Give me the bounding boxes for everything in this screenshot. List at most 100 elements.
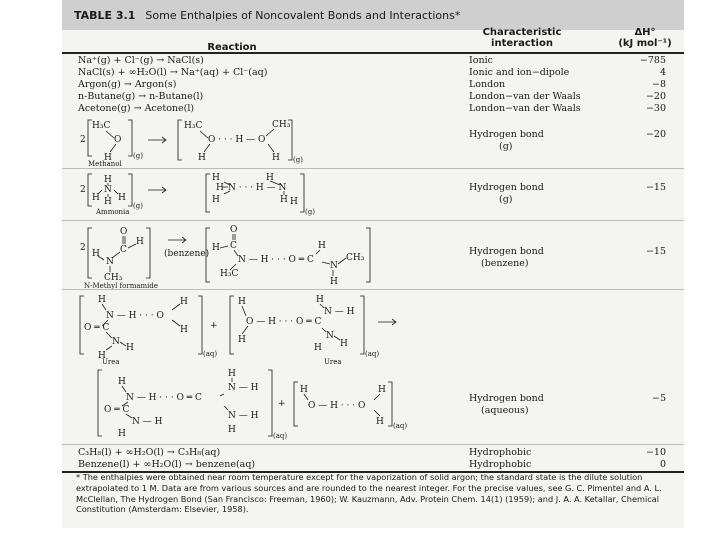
- svg-text:H: H: [238, 297, 246, 307]
- interaction-text: Hydrogen bond (g): [469, 182, 544, 206]
- svg-text:CH₃: CH₃: [272, 120, 291, 130]
- svg-text:O: O: [230, 225, 237, 235]
- reaction-text: Na⁺(g) + Cl⁻(g) → NaCl(s): [78, 55, 204, 66]
- interaction-line1: Hydrogen bond: [469, 182, 544, 193]
- svg-text:H: H: [216, 183, 224, 193]
- svg-text:O ═ C: O ═ C: [104, 405, 130, 415]
- interaction-text: London−van der Waals: [469, 103, 581, 114]
- dh-value: −5: [651, 393, 666, 404]
- svg-text:O — H · · · O: O — H · · · O: [308, 401, 365, 411]
- interaction-text: Ionic and ion−dipole: [469, 67, 570, 78]
- svg-text:O ═ C: O ═ C: [84, 323, 110, 333]
- nmf-structure: 2 O C H N H CH₃ N-Methyl formamide (benz…: [80, 225, 371, 290]
- dh-value: −15: [645, 246, 666, 257]
- svg-text:H: H: [212, 195, 220, 205]
- interaction-text: Hydrophobic: [469, 459, 532, 470]
- svg-text:CH₃: CH₃: [346, 253, 365, 263]
- svg-text:N — H: N — H: [324, 307, 355, 317]
- svg-text:H: H: [272, 153, 280, 163]
- svg-text:H: H: [316, 295, 324, 305]
- svg-text:(aq): (aq): [365, 350, 379, 358]
- dh-value: −10: [645, 447, 666, 458]
- svg-text:O: O: [114, 135, 121, 145]
- svg-text:H: H: [136, 237, 144, 247]
- svg-text:(aq): (aq): [273, 432, 287, 440]
- reaction-text: NaCl(s) + ∞H₂O(l) → Na⁺(aq) + Cl⁻(aq): [78, 67, 268, 78]
- svg-text:C: C: [230, 241, 237, 251]
- interaction-line2: (g): [499, 194, 513, 205]
- interaction-text: Hydrogen bond (aqueous): [469, 393, 544, 417]
- svg-text:2: 2: [80, 243, 86, 253]
- svg-text:H: H: [92, 193, 100, 203]
- svg-text:H: H: [376, 417, 384, 427]
- svg-text:2: 2: [80, 135, 86, 145]
- svg-text:N — H · · · O ═ C: N — H · · · O ═ C: [238, 255, 314, 265]
- header-reaction: Reaction: [207, 42, 257, 53]
- svg-text:N: N: [326, 331, 334, 341]
- ammonia-label: Ammonia: [95, 208, 129, 216]
- svg-text:H: H: [378, 385, 386, 395]
- svg-text:H: H: [314, 343, 322, 353]
- interaction-text: Hydrogen bond (g): [469, 129, 544, 153]
- svg-text:H: H: [126, 343, 134, 353]
- dh-value: −785: [639, 55, 666, 66]
- svg-text:N — H · · · O ═ C: N — H · · · O ═ C: [126, 393, 202, 403]
- interaction-text: Hydrophobic: [469, 447, 532, 458]
- interaction-line1: Hydrogen bond: [469, 129, 544, 140]
- svg-text:H: H: [118, 193, 126, 203]
- svg-text:H: H: [104, 197, 112, 207]
- interaction-line2: (benzene): [481, 258, 529, 269]
- row-divider: [62, 444, 684, 445]
- ammonia-structure: 2 H N H H H (g) Ammonia H H H N · · · H …: [80, 173, 315, 216]
- svg-text:H₃C: H₃C: [92, 121, 110, 131]
- svg-text:H: H: [118, 377, 126, 387]
- methanol-label: Methanol: [88, 160, 123, 168]
- urea-product-structure: H N — H · · · O ═ C O ═ C N — H H H N — …: [97, 369, 407, 440]
- interaction-line1: Hydrogen bond: [469, 393, 544, 404]
- svg-text:N: N: [330, 261, 338, 271]
- reaction-text: Acetone(g) → Acetone(l): [78, 103, 195, 114]
- urea2-label: Urea: [324, 358, 342, 366]
- header-interaction-line2: interaction: [491, 38, 553, 49]
- svg-text:(g): (g): [133, 152, 143, 160]
- svg-text:N — H · · · O: N — H · · · O: [106, 311, 164, 321]
- svg-text:(aq): (aq): [393, 422, 407, 430]
- svg-text:H: H: [98, 351, 106, 361]
- dh-value: −8: [651, 79, 666, 90]
- row-divider: [62, 289, 684, 290]
- svg-text:H: H: [104, 175, 112, 185]
- svg-text:H: H: [300, 385, 308, 395]
- svg-text:CH₃: CH₃: [104, 273, 123, 283]
- svg-text:H: H: [212, 173, 220, 183]
- header-interaction: Characteristic interaction: [452, 27, 592, 49]
- reaction-text: n-Butane(g) → n-Butane(l): [78, 91, 204, 102]
- svg-text:H: H: [340, 339, 348, 349]
- table-footnote: * The enthalpies were obtained near room…: [76, 472, 662, 515]
- urea-structure: H N — H · · · O H H O ═ C N H H (aq) Ure…: [79, 295, 397, 366]
- svg-text:H: H: [104, 153, 112, 163]
- interaction-line2: (g): [499, 141, 513, 152]
- svg-text:H: H: [180, 297, 188, 307]
- svg-text:N: N: [106, 257, 114, 267]
- svg-text:(aq): (aq): [203, 350, 217, 358]
- dh-value: −20: [645, 91, 666, 102]
- svg-text:H: H: [238, 335, 246, 345]
- svg-text:O — H · · · O ═ C: O — H · · · O ═ C: [246, 317, 321, 327]
- svg-text:H: H: [290, 197, 298, 207]
- svg-text:H: H: [198, 153, 206, 163]
- svg-text:2: 2: [80, 185, 86, 195]
- dh-value: −20: [645, 129, 666, 140]
- svg-text:C: C: [120, 245, 127, 255]
- interaction-line1: Hydrogen bond: [469, 246, 544, 257]
- interaction-text: Ionic: [469, 55, 493, 66]
- svg-text:N — H: N — H: [228, 411, 259, 421]
- svg-text:+: +: [210, 321, 218, 331]
- svg-text:(g): (g): [293, 156, 303, 164]
- svg-text:N — H: N — H: [228, 383, 259, 393]
- svg-text:H: H: [180, 325, 188, 335]
- header-rule: [62, 52, 684, 54]
- svg-text:H: H: [92, 249, 100, 259]
- svg-text:(g): (g): [133, 202, 143, 210]
